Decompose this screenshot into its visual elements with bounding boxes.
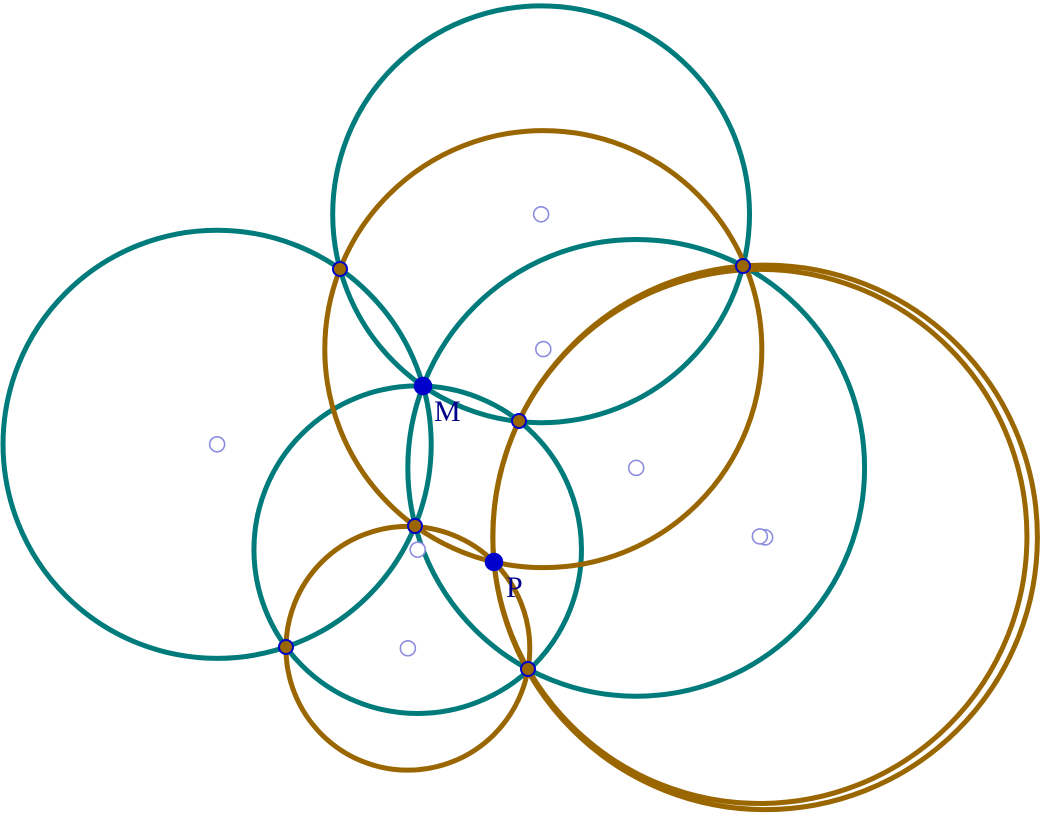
brown-circle-b4: [490, 266, 1030, 807]
brown-circle-center-b1: [535, 340, 552, 358]
intersection-point-b[interactable]: [278, 639, 294, 655]
circles-layer: [0, 3, 1040, 813]
intersection-point-c[interactable]: [407, 518, 423, 534]
teal-circle-center-c2: [532, 205, 550, 223]
teal-circle-c2: [330, 3, 753, 426]
teal-circle-center-c3: [409, 541, 427, 558]
labels-layer: M P: [434, 395, 523, 604]
teal-circle-center-c4: [627, 459, 645, 477]
point-m[interactable]: [413, 376, 433, 396]
point-label-m: M: [434, 395, 461, 428]
intersection-point-f[interactable]: [520, 661, 536, 677]
teal-circle-c4: [405, 236, 868, 699]
brown-circle-center-b2: [399, 639, 417, 657]
intersection-point-d[interactable]: [735, 258, 751, 274]
points-layer: [278, 258, 751, 677]
intersection-point-a[interactable]: [332, 261, 348, 277]
teal-circle-center-c1: [208, 436, 226, 453]
brown-circle-b1: [322, 128, 765, 571]
point-p[interactable]: [484, 552, 504, 572]
center-markers-layer: [208, 205, 774, 657]
teal-circle-c1: [0, 227, 434, 661]
point-label-p: P: [506, 571, 523, 604]
intersection-point-e[interactable]: [511, 413, 527, 429]
brown-circle-center-b4: [751, 528, 769, 545]
